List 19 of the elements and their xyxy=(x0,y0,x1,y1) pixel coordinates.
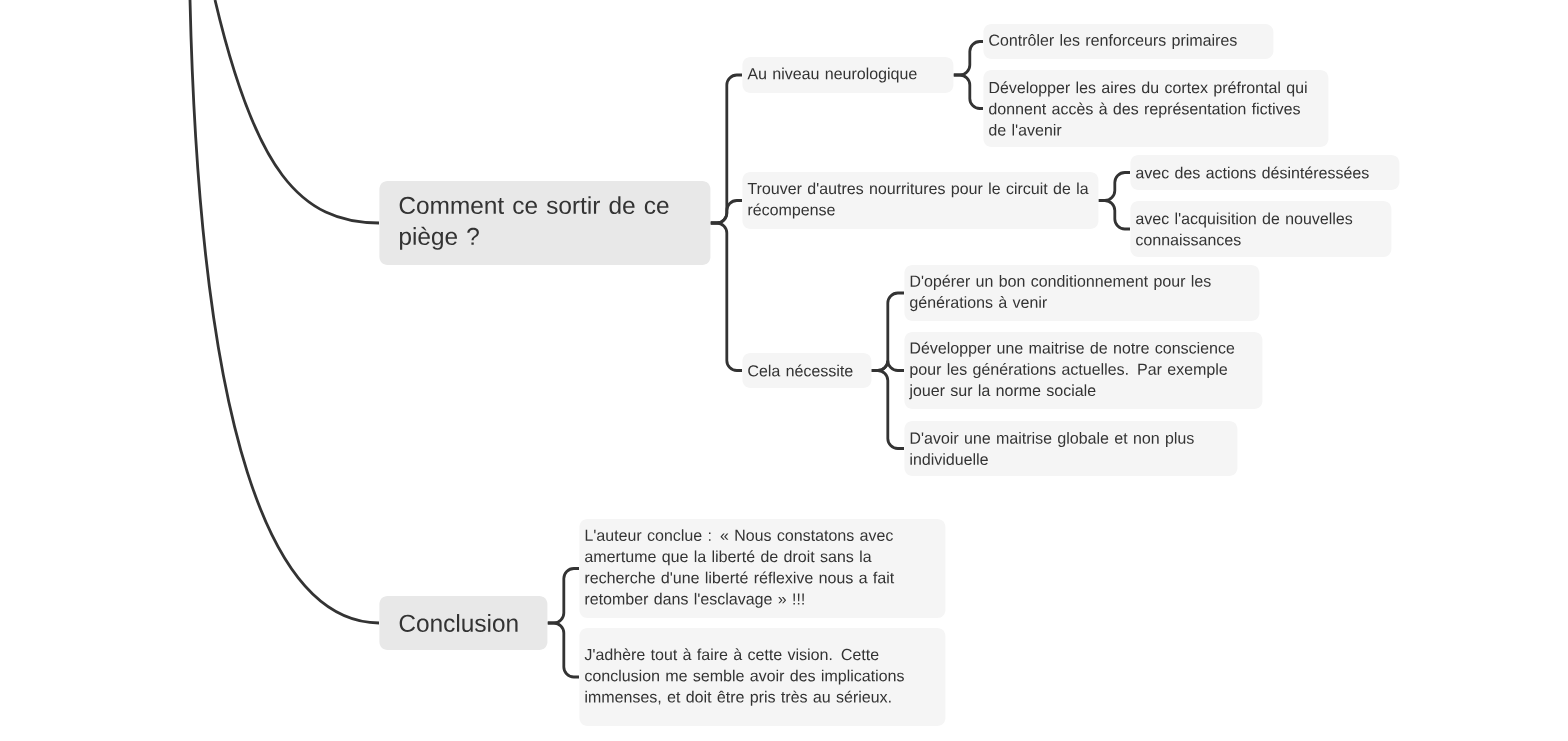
branch-line xyxy=(710,221,742,372)
subtopic-box: L'auteur conclue : « Nous constatons avec amertume que la liberté de droit sans la recherche d'une liberté réflexive nous a fait retomber dans l'esclavage » !!! xyxy=(579,519,946,618)
subtopic-box: Cela nécessite xyxy=(742,353,872,388)
branch-line xyxy=(547,621,579,679)
subtopic-box: Au niveau neurologique xyxy=(742,57,954,93)
subtopic-box: Contrôler les renforceurs primaires xyxy=(983,24,1274,59)
subtopic-box: Développer une maitrise de notre conscience pour les générations actuelles. Par exemple jouer sur la norme sociale xyxy=(904,332,1263,409)
subtopic-box: avec des actions désintéressées xyxy=(1130,155,1400,190)
subtopic-box: Développer les aires du cortex préfrontal qui donnent accès à des représentation fictives de l'avenir xyxy=(983,70,1329,147)
subtopic-box: Trouver d'autres nourritures pour le circuit de la récompense xyxy=(742,172,1099,229)
subtopic-box: D'avoir une maitrise globale et non plus individuelle xyxy=(904,421,1238,476)
subtopic-box: J'adhère tout à faire à cette vision. Cette conclusion me semble avoir des implications immenses, et doit être pris très au sérieux. xyxy=(579,628,946,726)
topic-box: Conclusion xyxy=(379,596,548,650)
subtopic-box: D'opérer un bon conditionnement pour les générations à venir xyxy=(904,265,1260,321)
topic-box: Comment ce sortir de ce piège ? xyxy=(379,181,711,265)
branch-line xyxy=(188,0,380,625)
branch-line xyxy=(871,369,904,450)
branch-line xyxy=(213,0,380,225)
subtopic-box: avec l'acquisition de nouvelles connaissances xyxy=(1130,201,1392,257)
